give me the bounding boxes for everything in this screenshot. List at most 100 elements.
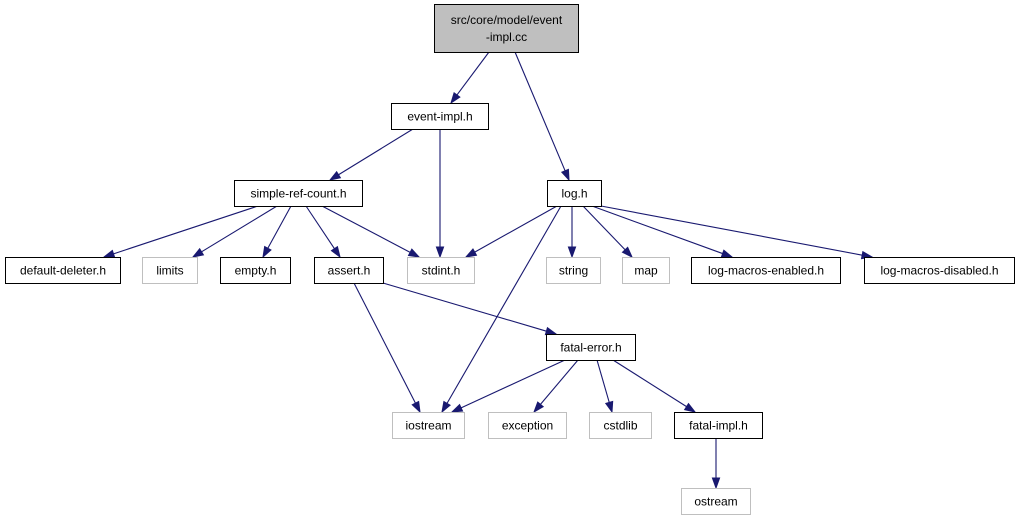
node-default-deleter-h[interactable]: default-deleter.h [5, 257, 121, 284]
edge-line [582, 205, 626, 251]
edge-line [456, 51, 490, 96]
node-box [589, 412, 652, 439]
edge-assert-h-to-fatal-error-h [382, 282, 558, 336]
node-box [234, 180, 363, 207]
edge-arrowhead [450, 403, 464, 413]
edge-line [321, 205, 411, 253]
node-empty-h[interactable]: empty.h [220, 257, 291, 284]
node-label: map [634, 264, 658, 278]
node-box [547, 180, 602, 207]
node-label: cstdlib [603, 419, 637, 433]
node-label: stdint.h [422, 264, 461, 278]
edge-fatal-error-h-to-iostream [450, 359, 566, 413]
edge-arrowhead [435, 246, 445, 259]
edge-simple-ref-count-h-to-empty-h [262, 205, 292, 259]
node-label: -impl.cc [486, 30, 527, 44]
edge-arrowhead [441, 400, 451, 414]
edge-arrowhead [464, 248, 478, 258]
node-label: ostream [694, 495, 737, 509]
node-assert-h[interactable]: assert.h [314, 257, 384, 284]
edge-log-h-to-iostream [441, 205, 562, 414]
edge-line [113, 205, 259, 255]
node-box [622, 257, 670, 284]
edge-log-h-to-string [567, 206, 577, 259]
node-box [407, 257, 475, 284]
node-label: log-macros-disabled.h [880, 264, 998, 278]
node-box [681, 488, 751, 515]
node-box [5, 257, 121, 284]
edge-line [305, 205, 335, 249]
node-log-macros-enabled-h[interactable]: log-macros-enabled.h [691, 257, 841, 284]
edge-line [382, 282, 547, 332]
node-label: default-deleter.h [20, 264, 106, 278]
node-label: assert.h [328, 264, 371, 278]
node-fatal-impl-h[interactable]: fatal-impl.h [674, 412, 763, 439]
edge-arrowhead [720, 249, 734, 258]
edge-arrowhead [330, 245, 341, 259]
node-label: log.h [561, 187, 587, 201]
edge-arrowhead [102, 249, 116, 258]
edge-event-impl-h-to-simple-ref-count-h [328, 128, 414, 181]
node-box [546, 334, 636, 361]
edge-arrowhead [544, 326, 558, 336]
node-log-h[interactable]: log.h [547, 180, 602, 207]
edge-arrowhead [450, 92, 461, 105]
edge-line [591, 205, 723, 255]
node-simple-ref-count-h[interactable]: simple-ref-count.h [234, 180, 363, 207]
node-stdint-h: stdint.h [407, 257, 475, 284]
edge-line [201, 205, 278, 253]
node-box [434, 4, 579, 53]
edge-arrowhead [560, 168, 570, 182]
node-iostream: iostream [392, 412, 465, 439]
node-event-impl-h[interactable]: event-impl.h [391, 103, 489, 130]
node-box [691, 257, 841, 284]
node-box [314, 257, 384, 284]
node-label: limits [156, 264, 183, 278]
node-label: src/core/model/event [451, 13, 563, 27]
edge-fatal-error-h-to-cstdlib [596, 359, 614, 414]
node-box [546, 257, 601, 284]
edge-arrowhead [411, 400, 421, 414]
node-label: fatal-impl.h [689, 419, 748, 433]
node-fatal-error-h[interactable]: fatal-error.h [546, 334, 636, 361]
node-box [391, 103, 489, 130]
edge-log-h-to-map [582, 205, 634, 259]
node-event-impl-cc[interactable]: src/core/model/event -impl.cc [434, 4, 579, 53]
node-box [220, 257, 291, 284]
edge-arrowhead [604, 400, 614, 414]
node-box [674, 412, 763, 439]
edges-layer [102, 51, 874, 490]
edge-log-h-to-log-macros-disabled-h [600, 205, 874, 260]
node-box [864, 257, 1015, 284]
node-label: exception [502, 419, 553, 433]
edge-assert-h-to-iostream [353, 282, 421, 414]
node-exception: exception [488, 412, 567, 439]
edge-line [267, 205, 292, 249]
node-map: map [622, 257, 670, 284]
node-label: iostream [405, 419, 451, 433]
edge-log-h-to-log-macros-enabled-h [591, 205, 734, 258]
edge-simple-ref-count-h-to-limits [191, 205, 278, 258]
node-label: event-impl.h [407, 110, 472, 124]
edge-arrowhead [407, 248, 421, 258]
edge-arrowhead [683, 402, 697, 413]
node-log-macros-disabled-h[interactable]: log-macros-disabled.h [864, 257, 1015, 284]
node-label: log-macros-enabled.h [708, 264, 824, 278]
node-box [488, 412, 567, 439]
node-label: fatal-error.h [560, 341, 621, 355]
edge-arrowhead [191, 247, 205, 258]
edge-simple-ref-count-h-to-stdint-h [321, 205, 421, 258]
edge-line [446, 205, 562, 404]
edge-arrowhead [533, 401, 545, 414]
edge-arrowhead [567, 246, 577, 259]
edge-arrowhead [262, 245, 272, 259]
edge-fatal-error-h-to-fatal-impl-h [612, 359, 697, 413]
edge-arrowhead [621, 246, 634, 259]
edge-event-impl-cc-to-log-h [514, 51, 570, 182]
node-cstdlib: cstdlib [589, 412, 652, 439]
edge-simple-ref-count-h-to-assert-h [305, 205, 341, 259]
edge-arrowhead [328, 170, 342, 181]
node-box [392, 412, 465, 439]
edge-fatal-error-h-to-exception [533, 359, 579, 414]
